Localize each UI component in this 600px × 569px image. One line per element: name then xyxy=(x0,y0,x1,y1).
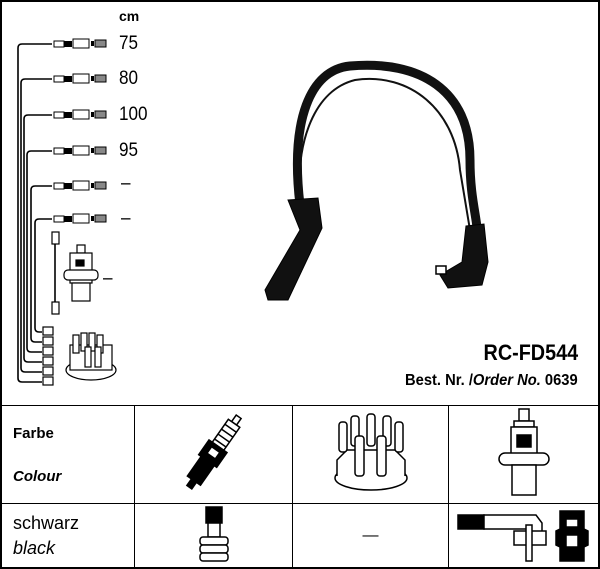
cable-set-diagram: cm xyxy=(17,8,578,389)
color-de: schwarz xyxy=(13,513,80,533)
spark-plug-icon xyxy=(185,414,242,490)
spark-plug-boot-icon xyxy=(198,505,229,562)
header-en: Colour xyxy=(13,467,62,485)
product-code: RC-FD544 xyxy=(483,340,578,365)
spark-plug-cell xyxy=(134,405,293,504)
header-cell: Farbe Colour xyxy=(0,405,135,504)
cable-length-2: 80 xyxy=(119,68,139,89)
small-distributor-cap-icon xyxy=(65,332,117,381)
order-number: 0639 xyxy=(545,372,578,389)
cable-length-3: 100 xyxy=(119,104,148,125)
cable-bundle-drawing xyxy=(17,38,489,386)
distributor-cap-cell xyxy=(292,405,449,504)
header-de: Farbe xyxy=(13,424,54,442)
cable-length-1: 75 xyxy=(119,33,139,54)
order-label-en: Order No. xyxy=(473,372,542,389)
distributor-connectors xyxy=(42,326,54,386)
coil-boot-cell xyxy=(448,503,600,569)
color-table: Farbe Colour xyxy=(0,405,600,569)
unit-label: cm xyxy=(119,8,140,24)
order-number-line: Best. Nr. /Order No. 0639 xyxy=(405,372,578,389)
ignition-coil-cell xyxy=(448,405,600,504)
cable-lines xyxy=(17,43,56,383)
coil-cable-drawing xyxy=(264,60,489,301)
ignition-coil-icon xyxy=(498,408,550,496)
color-en: black xyxy=(13,538,56,558)
color-cell: schwarz black xyxy=(0,503,135,569)
distributor-cap-icon xyxy=(333,412,408,491)
spark-plug-boot-cell xyxy=(134,503,293,569)
cable-length-4: 95 xyxy=(119,140,139,161)
cable-length-5: – xyxy=(121,173,131,194)
coil-boot-icon xyxy=(457,509,589,562)
spark-plug-connectors xyxy=(53,38,107,224)
coil-cable-length: – xyxy=(103,268,113,289)
cable-length-6: – xyxy=(121,208,131,229)
order-label-de: Best. Nr. xyxy=(405,372,466,389)
small-ignition-coil-icon xyxy=(51,231,99,315)
distributor-boot-cell: — xyxy=(292,503,449,569)
